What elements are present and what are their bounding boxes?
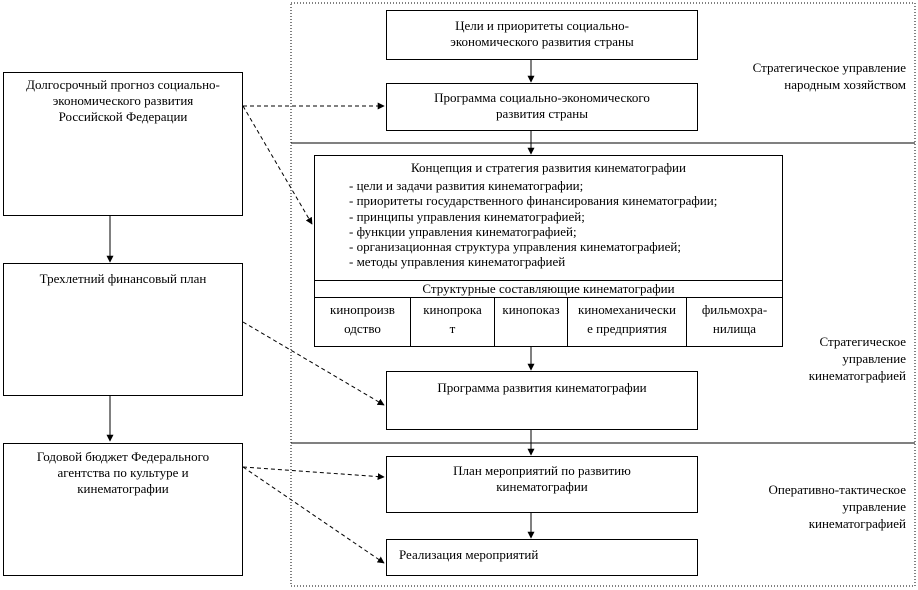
zone-label-strategic-cinema: Стратегическое управление кинематографие… — [808, 334, 906, 383]
structural-components-header: Структурные составляющие кинематографии — [315, 280, 782, 298]
dashed-arrow-budget-to-implementation — [242, 466, 385, 564]
zone-label-strategic-national: Стратегическое управление народным хозяй… — [752, 60, 906, 92]
goals-box: Цели и приоритеты социально- экономическ… — [386, 10, 698, 60]
annual-budget-text: Годовой бюджет Федерального агентства по… — [36, 449, 210, 496]
concept-item: - цели и задачи развития кинематографии; — [349, 178, 584, 193]
component-projection-enterprises: киномеханически е предприятия — [568, 298, 687, 347]
concept-title: Концепция и стратегия развития кинематог… — [411, 160, 686, 175]
concept-item: - функции управления кинематографией; — [349, 223, 577, 239]
component-film-distribution: кинопрока т — [411, 298, 495, 347]
dashed-arrow-budget-to-plan — [242, 466, 385, 481]
concept-strategy-box: Концепция и стратегия развития кинематог… — [314, 155, 783, 347]
cinema-program-text: Программа развития кинематографии — [437, 380, 647, 395]
concept-item: - принципы управления кинематографией; — [349, 208, 585, 224]
activities-plan-box: План мероприятий по развитию кинематогра… — [386, 456, 698, 513]
concept-item: - организационная структура управления к… — [349, 239, 681, 255]
structural-components-row: кинопроизв одство кинопрока т кинопоказ … — [315, 298, 782, 347]
three-year-plan-text: Трехлетний финансовый план — [39, 271, 207, 286]
goals-text: Цели и приоритеты социально- экономическ… — [450, 18, 634, 49]
zone-label-operational: Оперативно-тактическое управление кинема… — [768, 482, 907, 531]
national-program-box: Программа социально-экономического разви… — [386, 83, 698, 131]
implementation-text: Реализация мероприятий — [399, 547, 539, 562]
component-film-archives: фильмохра- нилища — [701, 302, 768, 336]
concept-item: - методы управления кинематографией — [349, 254, 566, 270]
long-term-forecast-text: Долгосрочный прогноз социально- экономич… — [26, 77, 220, 124]
national-program-text: Программа социально-экономического разви… — [434, 90, 650, 121]
concept-item: - приоритеты государственного финансиров… — [349, 193, 718, 209]
structural-components-title: Структурные составляющие кинематографии — [422, 281, 675, 296]
dashed-arrow-finplan-to-cinema-program — [242, 321, 385, 406]
three-year-plan-box: Трехлетний финансовый план — [3, 263, 243, 396]
component-film-production: кинопроизв одство — [315, 298, 411, 347]
concept-items-list: - цели и задачи развития кинематографии;… — [349, 178, 717, 270]
management-levels-frame — [290, 2, 916, 587]
cinema-program-box: Программа развития кинематографии — [386, 371, 698, 430]
implementation-box: Реализация мероприятий — [386, 539, 698, 576]
activities-plan-text: План мероприятий по развитию кинематогра… — [453, 463, 631, 494]
long-term-forecast-box: Долгосрочный прогноз социально- экономич… — [3, 72, 243, 216]
component-film-screening: кинопоказ — [495, 298, 568, 347]
annual-budget-box: Годовой бюджет Федерального агентства по… — [3, 443, 243, 576]
dashed-arrow-forecast-to-concept — [242, 105, 313, 225]
